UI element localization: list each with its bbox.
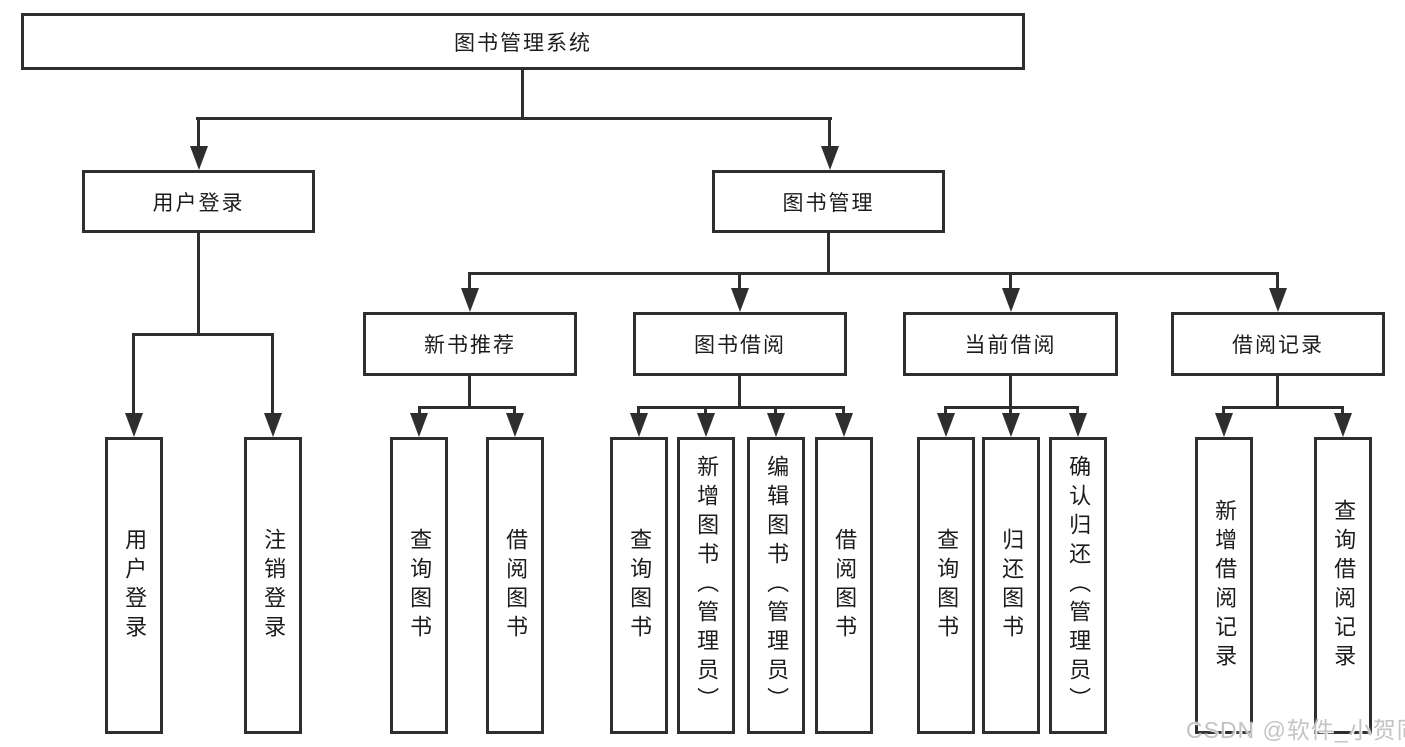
connector-line — [704, 406, 707, 415]
leaf-return-books: 归还图书 — [982, 437, 1040, 734]
connector-line — [468, 376, 471, 408]
connector-line — [944, 406, 947, 415]
node-root: 图书管理系统 — [21, 13, 1025, 70]
connector-line — [132, 333, 135, 413]
node-new-book-recommend: 新书推荐 — [363, 312, 577, 376]
connector-line — [468, 272, 1279, 275]
leaf-user-login-label: 用户登录 — [122, 527, 148, 644]
connector-line — [521, 70, 524, 119]
node-book-management: 图书管理 — [712, 170, 945, 233]
leaf-query-borrow-record-label: 查询借阅记录 — [1331, 498, 1357, 673]
connector-line — [842, 406, 845, 415]
connector-line — [513, 406, 516, 415]
node-user-login: 用户登录 — [82, 170, 315, 233]
connector-line — [738, 272, 741, 290]
arrowhead-down-icon — [731, 288, 749, 312]
leaf-borrow-books: 借阅图书 — [815, 437, 873, 734]
leaf-recommend-query-books: 查询图书 — [390, 437, 448, 734]
node-user-login-label: 用户登录 — [152, 191, 245, 215]
leaf-recommend-query-books-label: 查询图书 — [407, 527, 433, 644]
leaf-borrow-query-books-label: 查询图书 — [627, 527, 653, 644]
connector-line — [1009, 406, 1012, 415]
leaf-recommend-borrow-books: 借阅图书 — [486, 437, 544, 734]
arrowhead-down-icon — [835, 413, 853, 437]
connector-line — [196, 117, 832, 120]
arrowhead-down-icon — [410, 413, 428, 437]
connector-line — [637, 406, 640, 415]
connector-line — [738, 376, 741, 408]
node-new-book-recommend-label: 新书推荐 — [424, 334, 516, 357]
connector-line — [1341, 406, 1344, 415]
leaf-query-borrow-record: 查询借阅记录 — [1314, 437, 1372, 734]
arrowhead-down-icon — [125, 413, 143, 437]
leaf-logout: 注销登录 — [244, 437, 302, 734]
connector-line — [774, 406, 777, 415]
arrowhead-down-icon — [506, 413, 524, 437]
arrowhead-down-icon — [937, 413, 955, 437]
leaf-add-borrow-record-label: 新增借阅记录 — [1212, 498, 1238, 673]
leaf-current-query-books-label: 查询图书 — [934, 527, 960, 644]
leaf-edit-books-admin-label: 编辑图书（管理员） — [764, 455, 790, 716]
connector-line — [637, 406, 845, 409]
leaf-user-login: 用户登录 — [105, 437, 163, 734]
arrowhead-down-icon — [697, 413, 715, 437]
arrowhead-down-icon — [1269, 288, 1287, 312]
arrowhead-down-icon — [190, 146, 208, 170]
connector-line — [1276, 376, 1279, 408]
leaf-borrow-books-label: 借阅图书 — [832, 527, 858, 644]
connector-line — [1222, 406, 1225, 415]
connector-line — [132, 333, 274, 336]
arrowhead-down-icon — [1334, 413, 1352, 437]
node-borrow-records: 借阅记录 — [1171, 312, 1385, 376]
node-book-borrow: 图书借阅 — [633, 312, 847, 376]
connector-line — [1009, 272, 1012, 290]
node-root-label: 图书管理系统 — [454, 31, 592, 55]
leaf-add-books-admin-label: 新增图书（管理员） — [694, 455, 720, 716]
node-current-borrow: 当前借阅 — [903, 312, 1118, 376]
connector-line — [1276, 272, 1279, 290]
connector-line — [1076, 406, 1079, 415]
node-book-borrow-label: 图书借阅 — [694, 334, 786, 357]
arrowhead-down-icon — [1002, 413, 1020, 437]
leaf-borrow-query-books: 查询图书 — [610, 437, 668, 734]
arrowhead-down-icon — [767, 413, 785, 437]
leaf-confirm-return-admin: 确认归还（管理员） — [1049, 437, 1107, 734]
leaf-current-query-books: 查询图书 — [917, 437, 975, 734]
connector-line — [197, 117, 200, 147]
leaf-logout-label: 注销登录 — [261, 527, 287, 644]
arrowhead-down-icon — [630, 413, 648, 437]
leaf-edit-books-admin: 编辑图书（管理员） — [747, 437, 805, 734]
leaf-confirm-return-admin-label: 确认归还（管理员） — [1066, 455, 1092, 716]
leaf-add-borrow-record: 新增借阅记录 — [1195, 437, 1253, 734]
connector-line — [1009, 376, 1012, 408]
connector-line — [197, 233, 200, 335]
watermark: CSDN @软件_小贺同学 — [1186, 717, 1405, 743]
connector-line — [468, 272, 471, 290]
connector-line — [827, 233, 830, 274]
node-borrow-records-label: 借阅记录 — [1232, 334, 1324, 357]
node-book-management-label: 图书管理 — [782, 191, 875, 215]
connector-line — [418, 406, 516, 409]
connector-line — [1222, 406, 1344, 409]
leaf-return-books-label: 归还图书 — [999, 527, 1025, 644]
leaf-recommend-borrow-books-label: 借阅图书 — [503, 527, 529, 644]
leaf-add-books-admin: 新增图书（管理员） — [677, 437, 735, 734]
arrowhead-down-icon — [1069, 413, 1087, 437]
node-current-borrow-label: 当前借阅 — [964, 334, 1057, 357]
arrowhead-down-icon — [1002, 288, 1020, 312]
connector-line — [271, 333, 274, 413]
arrowhead-down-icon — [821, 146, 839, 170]
arrowhead-down-icon — [1215, 413, 1233, 437]
arrowhead-down-icon — [264, 413, 282, 437]
arrowhead-down-icon — [461, 288, 479, 312]
connector-line — [418, 406, 421, 415]
connector-line — [828, 117, 831, 147]
